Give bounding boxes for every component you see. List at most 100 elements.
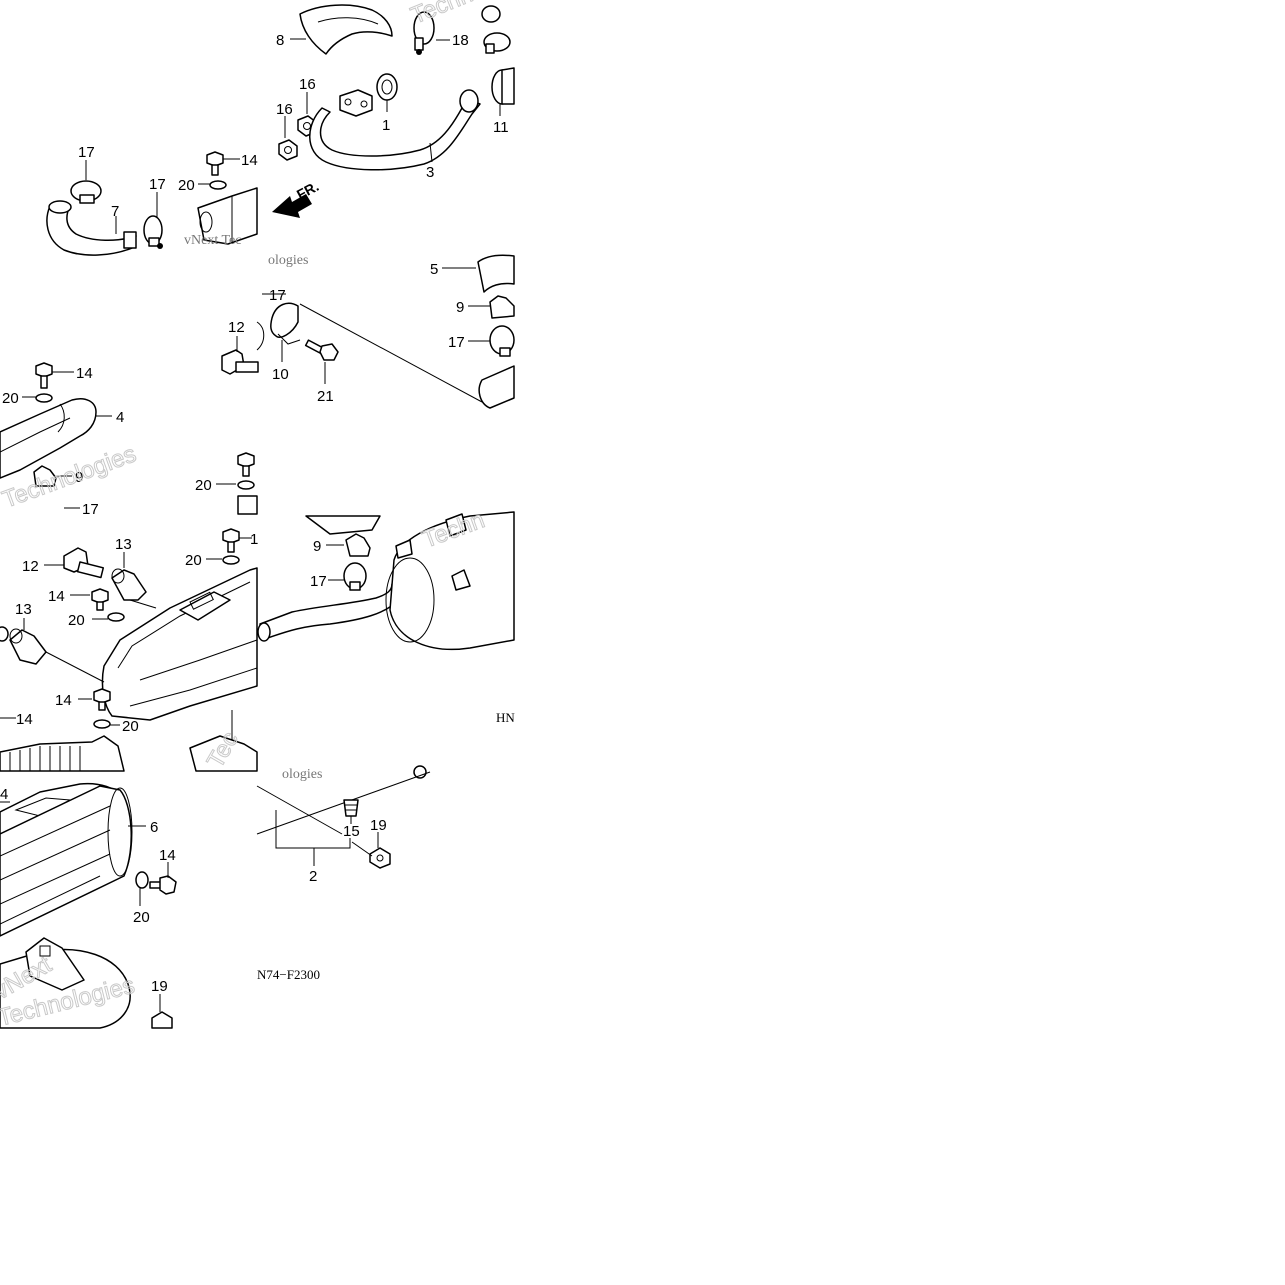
callout-14f: 14	[159, 847, 176, 864]
callout-3: 3	[426, 164, 434, 181]
band-10	[270, 302, 301, 345]
front-arrow: FR.	[272, 178, 321, 218]
callout-17c: 17	[269, 287, 286, 304]
flex-pipe	[0, 735, 125, 772]
bolt-14-lower-bottom	[93, 688, 111, 711]
drawing-code-prefix: HN	[496, 710, 515, 725]
callout-20d: 20	[185, 552, 202, 569]
rubber-13-lower	[9, 628, 47, 665]
clamp-17-lower	[343, 562, 367, 591]
bolt-21	[304, 339, 339, 361]
callout-21: 21	[317, 388, 334, 405]
callout-12b: 12	[22, 558, 39, 575]
callout-17e: 17	[82, 501, 99, 518]
callout-14b: 14	[76, 365, 93, 382]
washer-20-mid	[35, 393, 53, 403]
drawing-code: N74−F2300	[257, 967, 320, 982]
nut-19-bottom-mid	[369, 847, 391, 869]
nut-19-bottom-left	[151, 1011, 173, 1029]
callout-9b: 9	[75, 469, 83, 486]
muffler-body	[257, 511, 515, 651]
bolt-14-mid	[35, 362, 53, 389]
bolt-14-lower-top	[222, 528, 240, 553]
tile-mid-right: ologies 5 9 17 17 10 21	[262, 253, 515, 409]
mount-12-lower	[63, 547, 105, 579]
bracket-5	[477, 254, 515, 293]
tile-top-right: 8 18 16 16 1	[272, 0, 548, 218]
bolt-14-top	[206, 151, 224, 176]
washer-20-lower-left	[107, 612, 125, 622]
callout-1: 1	[382, 117, 390, 134]
callout-5: 5	[430, 261, 438, 278]
callout-13a: 13	[115, 536, 132, 553]
nut-16-lower	[278, 139, 298, 161]
callout-14d: 14	[55, 692, 72, 709]
clamp-17-right	[143, 215, 163, 249]
callout-7: 7	[111, 203, 119, 220]
grommet-15	[343, 799, 359, 817]
tile-bottom-left: 4 6 14 20 19 vNext	[0, 782, 177, 1032]
rubber-13-upper	[111, 568, 147, 601]
muffler-6	[0, 785, 133, 937]
watermark-1: Technologies	[407, 0, 547, 30]
callout-19b: 19	[370, 817, 387, 834]
stay-9-upper	[489, 295, 515, 319]
tile-mid-left: 12 14 20 4 9 17 20 Technologi	[0, 319, 265, 518]
bolt-14-bottom	[149, 875, 177, 895]
gasket-11	[491, 67, 515, 105]
bolt-14-lower-left	[91, 588, 109, 611]
callout-14c: 14	[48, 588, 65, 605]
callout-4: 4	[116, 409, 124, 426]
callout-10: 10	[272, 366, 289, 383]
callout-18: 18	[452, 32, 469, 49]
callout-9a: 9	[456, 299, 464, 316]
heat-shield-8	[299, 4, 393, 55]
watermark-9: ologies	[282, 767, 322, 782]
stay-9-mid	[33, 465, 57, 487]
callout-12a: 12	[228, 319, 245, 336]
callout-17f: 17	[310, 573, 327, 590]
callout-14a: 14	[241, 152, 258, 169]
callout-2: 2	[309, 868, 317, 885]
callout-1b: 1	[250, 531, 258, 548]
callout-19a: 19	[151, 978, 168, 995]
stay-9-lower	[345, 533, 371, 557]
tile-top-left: 17 7 17 14 20 vNext Tec	[46, 144, 258, 256]
tile-lower-right: 9 17 HN Techn	[257, 506, 515, 725]
clamp-17-left	[70, 180, 102, 204]
tile-bottom-mid: ologies 15 19 2 N74−F2300	[256, 765, 431, 982]
callout-20a: 20	[178, 177, 195, 194]
washer-20-bottom	[135, 871, 149, 889]
tile-lower-left: 12 13 20 1 14 20	[0, 528, 258, 774]
callout-16b: 16	[276, 101, 293, 118]
pipe-7	[46, 200, 137, 256]
callout-11: 11	[493, 119, 509, 136]
clamp-18	[413, 11, 435, 55]
callout-20g: 20	[133, 909, 150, 926]
callout-16a: 16	[299, 76, 316, 93]
watermark-3: ologies	[268, 253, 308, 268]
callout-20f: 20	[122, 718, 139, 735]
callout-20c: 20	[195, 477, 212, 494]
washer-20-lower-top	[222, 555, 240, 565]
callout-17a: 17	[78, 144, 95, 161]
callout-6: 6	[150, 819, 158, 836]
callout-15: 15	[343, 823, 360, 840]
mount-12-upper	[221, 349, 259, 375]
callout-17d: 17	[448, 334, 465, 351]
callout-13b: 13	[15, 601, 32, 618]
callout-4b: 4	[0, 786, 8, 803]
washer-20-mid-right	[237, 480, 255, 490]
callout-8: 8	[276, 32, 284, 49]
exhaust-pipe-3	[309, 89, 481, 171]
watermark-2: vNext Tec	[184, 233, 241, 248]
callout-20e: 20	[68, 612, 85, 629]
heat-shield-4-mid	[0, 398, 97, 479]
washer-20-top	[209, 180, 227, 190]
washer-20-lower-bottom	[93, 719, 111, 729]
callout-9c: 9	[313, 538, 321, 555]
gasket-1	[376, 73, 398, 101]
bolt-14-mid-right	[237, 452, 255, 477]
callout-20b: 20	[2, 390, 19, 407]
